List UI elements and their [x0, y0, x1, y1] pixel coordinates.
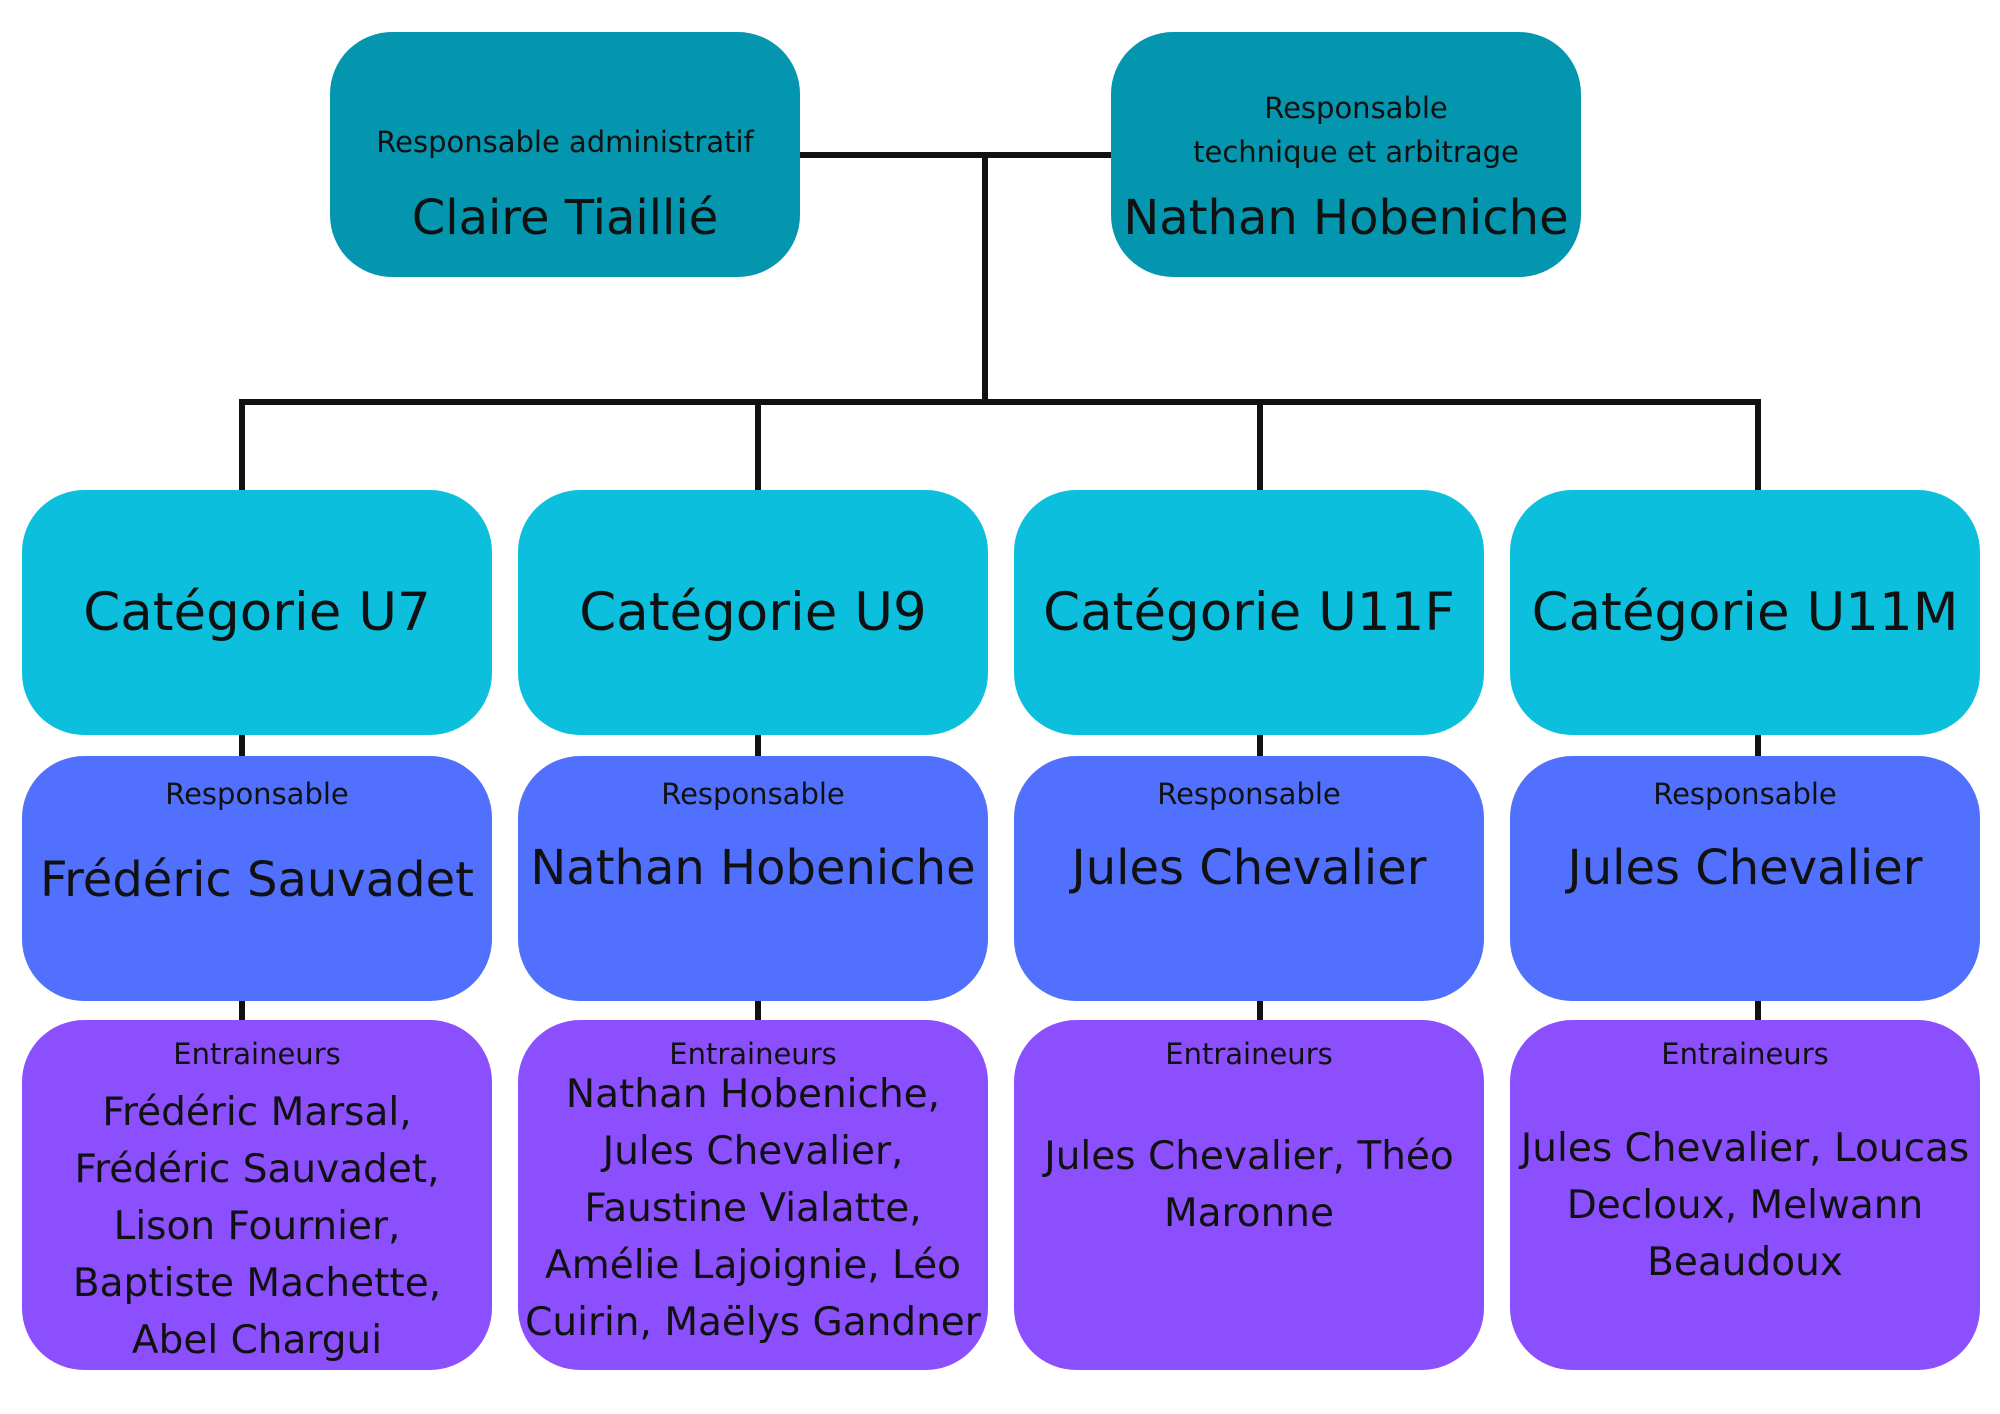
responsable-name: Frédéric Sauvadet [40, 852, 474, 908]
responsable-label: Responsable [1653, 777, 1837, 811]
category-box-u11m: Catégorie U11M [1510, 490, 1980, 735]
coaches-box-u11f: Entraineurs Jules Chevalier, Théo Maronn… [1014, 1020, 1484, 1370]
responsable-name: Nathan Hobeniche [530, 840, 976, 896]
category-box-u7: Catégorie U7 [22, 490, 492, 735]
admin-name: Claire Tiaillié [411, 190, 719, 246]
category-label: Catégorie U11M [1531, 582, 1959, 643]
coaches-label: Entraineurs [173, 1037, 341, 1071]
tech-box: Responsable technique et arbitrage Natha… [1111, 32, 1581, 277]
responsable-box-u9: Responsable Nathan Hobeniche [518, 756, 988, 1001]
coaches-label: Entraineurs [669, 1037, 837, 1071]
coaches-list: Nathan Hobeniche, Jules Chevalier, Faust… [525, 1072, 981, 1345]
category-box-u11f: Catégorie U11F [1014, 490, 1484, 735]
coaches-list: Jules Chevalier, Loucas Decloux, Melwann… [1520, 1126, 1970, 1285]
coaches-box-u11m: Entraineurs Jules Chevalier, Loucas Decl… [1510, 1020, 1980, 1370]
category-box-u9: Catégorie U9 [518, 490, 988, 735]
coaches-label: Entraineurs [1661, 1037, 1829, 1071]
tech-role: Responsable technique et arbitrage [1193, 91, 1519, 169]
responsable-box-u7: Responsable Frédéric Sauvadet [22, 756, 492, 1001]
tech-name: Nathan Hobeniche [1123, 190, 1569, 246]
category-label: Catégorie U11F [1043, 582, 1455, 643]
responsable-name: Jules Chevalier [1071, 840, 1427, 896]
coaches-list: Frédéric Marsal, Frédéric Sauvadet, Liso… [72, 1090, 442, 1363]
coaches-box-u7: Entraineurs Frédéric Marsal, Frédéric Sa… [22, 1020, 492, 1370]
admin-box: Responsable administratif Claire Tiailli… [330, 32, 800, 277]
coaches-label: Entraineurs [1165, 1037, 1333, 1071]
responsable-box-u11m: Responsable Jules Chevalier [1510, 756, 1980, 1001]
responsable-label: Responsable [1157, 777, 1341, 811]
responsable-label: Responsable [661, 777, 845, 811]
coaches-list: Jules Chevalier, Théo Maronne [1044, 1134, 1454, 1236]
category-label: Catégorie U9 [579, 582, 927, 643]
responsable-box-u11f: Responsable Jules Chevalier [1014, 756, 1484, 1001]
responsable-name: Jules Chevalier [1567, 840, 1923, 896]
coaches-box-u9: Entraineurs Nathan Hobeniche, Jules Chev… [518, 1020, 988, 1370]
responsable-label: Responsable [165, 777, 349, 811]
category-label: Catégorie U7 [83, 582, 431, 643]
admin-role: Responsable administratif [376, 125, 754, 159]
